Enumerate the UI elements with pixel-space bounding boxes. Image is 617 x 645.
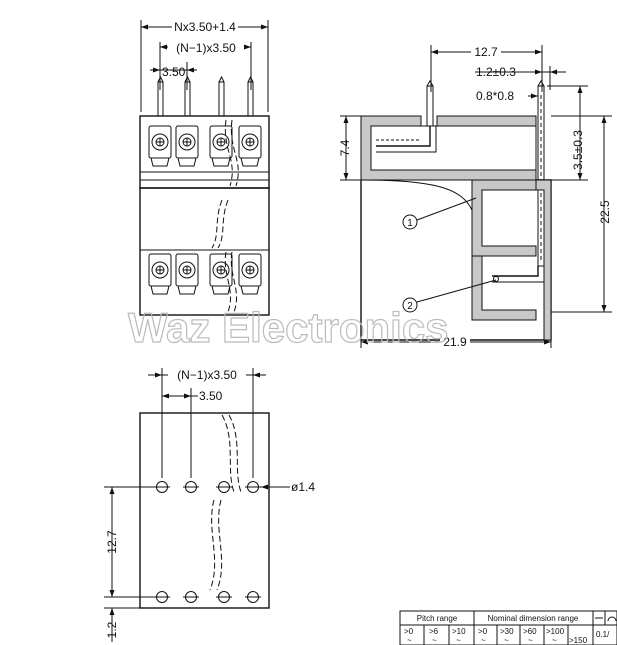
dim-depth: 21.9 bbox=[443, 335, 467, 349]
terminal-1 bbox=[148, 253, 172, 295]
table-header-pitch: Pitch range bbox=[417, 614, 458, 623]
terminal-4 bbox=[238, 253, 262, 295]
table-tilde-2: ~ bbox=[432, 636, 437, 645]
table-last-col: >150 bbox=[569, 636, 588, 645]
table-nominal-col-3: >60 bbox=[523, 627, 537, 636]
dim-total-height: 22.5 bbox=[598, 200, 612, 224]
dim-edge-offset: 1.2 bbox=[105, 621, 119, 638]
callout-1-label: 1 bbox=[407, 218, 413, 229]
dim-pitch: 3.50 bbox=[162, 65, 186, 79]
table-pitch-col-1: >0 bbox=[404, 627, 414, 636]
dim-total-width: Nx3.50+1.4 bbox=[174, 20, 236, 34]
dim-side-width: 12.7 bbox=[474, 45, 498, 59]
table-nominal-col-4: >100 bbox=[546, 627, 565, 636]
dim-pcb-pitch: 3.50 bbox=[199, 389, 223, 403]
dim-upper-height: 7.4 bbox=[338, 139, 352, 156]
table-tilde-7: ~ bbox=[552, 636, 557, 645]
table-tilde-4: ~ bbox=[481, 636, 486, 645]
table-tilde-6: ~ bbox=[528, 636, 533, 645]
table-tilde-3: ~ bbox=[456, 636, 461, 645]
terminal-3 bbox=[209, 125, 233, 167]
callout-1 bbox=[402, 214, 418, 230]
terminal-2 bbox=[175, 125, 199, 167]
dim-row-spacing: 12.7 bbox=[105, 530, 119, 554]
terminal-4 bbox=[238, 125, 262, 167]
callout-2 bbox=[402, 297, 418, 313]
table-nominal-col-1: >0 bbox=[478, 627, 488, 636]
dim-pin-height: 3.5±0.3 bbox=[571, 130, 585, 170]
table-pitch-col-2: >6 bbox=[429, 627, 439, 636]
watermark: Waz Electronics bbox=[128, 304, 449, 351]
terminal-3 bbox=[209, 253, 233, 295]
table-tolerance: 0.1/ bbox=[596, 630, 610, 639]
tolerance-table: Pitch range Nominal dimension range >0 >… bbox=[399, 610, 617, 645]
table-nominal-col-2: >30 bbox=[500, 627, 514, 636]
terminal-2 bbox=[175, 253, 199, 295]
terminal-1 bbox=[148, 125, 172, 167]
pcb-layout-view: (N−1)x3.50 3.50 ø1.4 12.7 1.2 bbox=[104, 366, 315, 642]
side-view: 12.7 1.2±0.3 0.8*0.8 bbox=[338, 44, 612, 349]
table-header-nominal: Nominal dimension range bbox=[488, 614, 579, 623]
dim-pin-section: 0.8*0.8 bbox=[476, 89, 514, 103]
top-view: Nx3.50+1.4 (N−1)x3.50 3.50 bbox=[139, 18, 270, 316]
table-pitch-col-3: >10 bbox=[452, 627, 466, 636]
dim-pin-span: (N−1)x3.50 bbox=[176, 41, 236, 55]
dim-hole-diameter: ø1.4 bbox=[291, 480, 315, 494]
table-tilde-5: ~ bbox=[504, 636, 509, 645]
callout-2-label: 2 bbox=[407, 301, 413, 312]
table-tilde-1: ~ bbox=[407, 636, 412, 645]
dim-pin-offset: 1.2±0.3 bbox=[476, 65, 516, 79]
dim-pcb-span: (N−1)x3.50 bbox=[177, 368, 237, 382]
